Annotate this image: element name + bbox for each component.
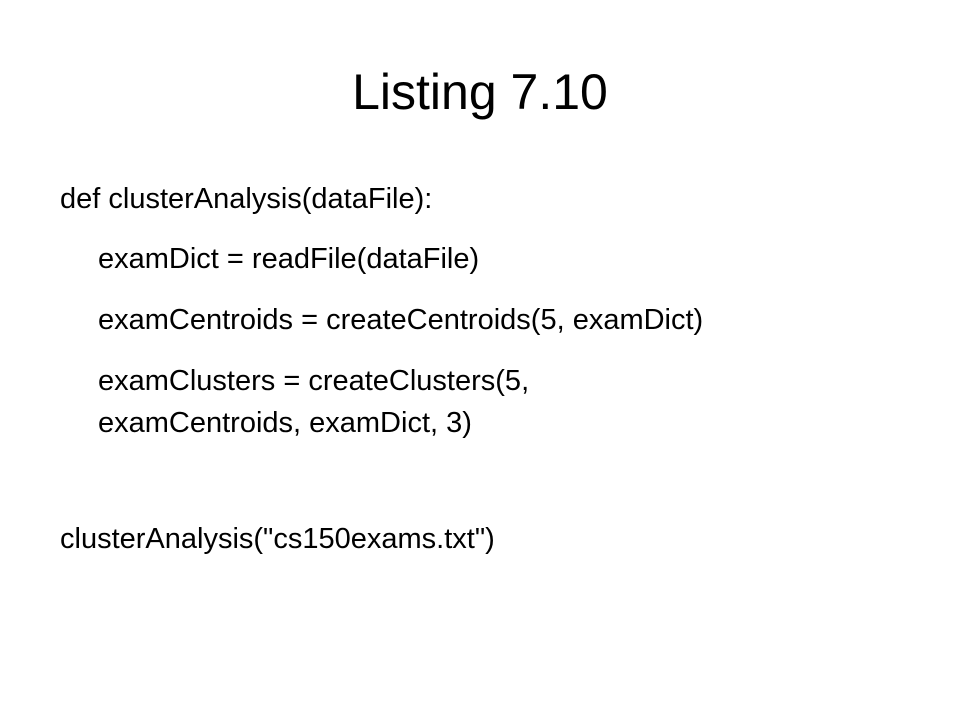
code-listing: def clusterAnalysis(dataFile): examDict … <box>60 178 920 578</box>
slide-title: Listing 7.10 <box>352 64 608 120</box>
code-line-create-clusters-continued: examCentroids, examDict, 3) <box>98 407 472 439</box>
code-line-read-file: examDict = readFile(dataFile) <box>98 243 480 275</box>
code-line-call: clusterAnalysis("cs150exams.txt") <box>60 523 495 555</box>
code-line-create-centroids: examCentroids = createCentroids(5, examD… <box>98 304 704 336</box>
blank-line <box>60 462 920 518</box>
code-line-create-clusters: examClusters = createClusters(5, <box>98 365 530 397</box>
code-line-def: def clusterAnalysis(dataFile): <box>60 183 433 215</box>
